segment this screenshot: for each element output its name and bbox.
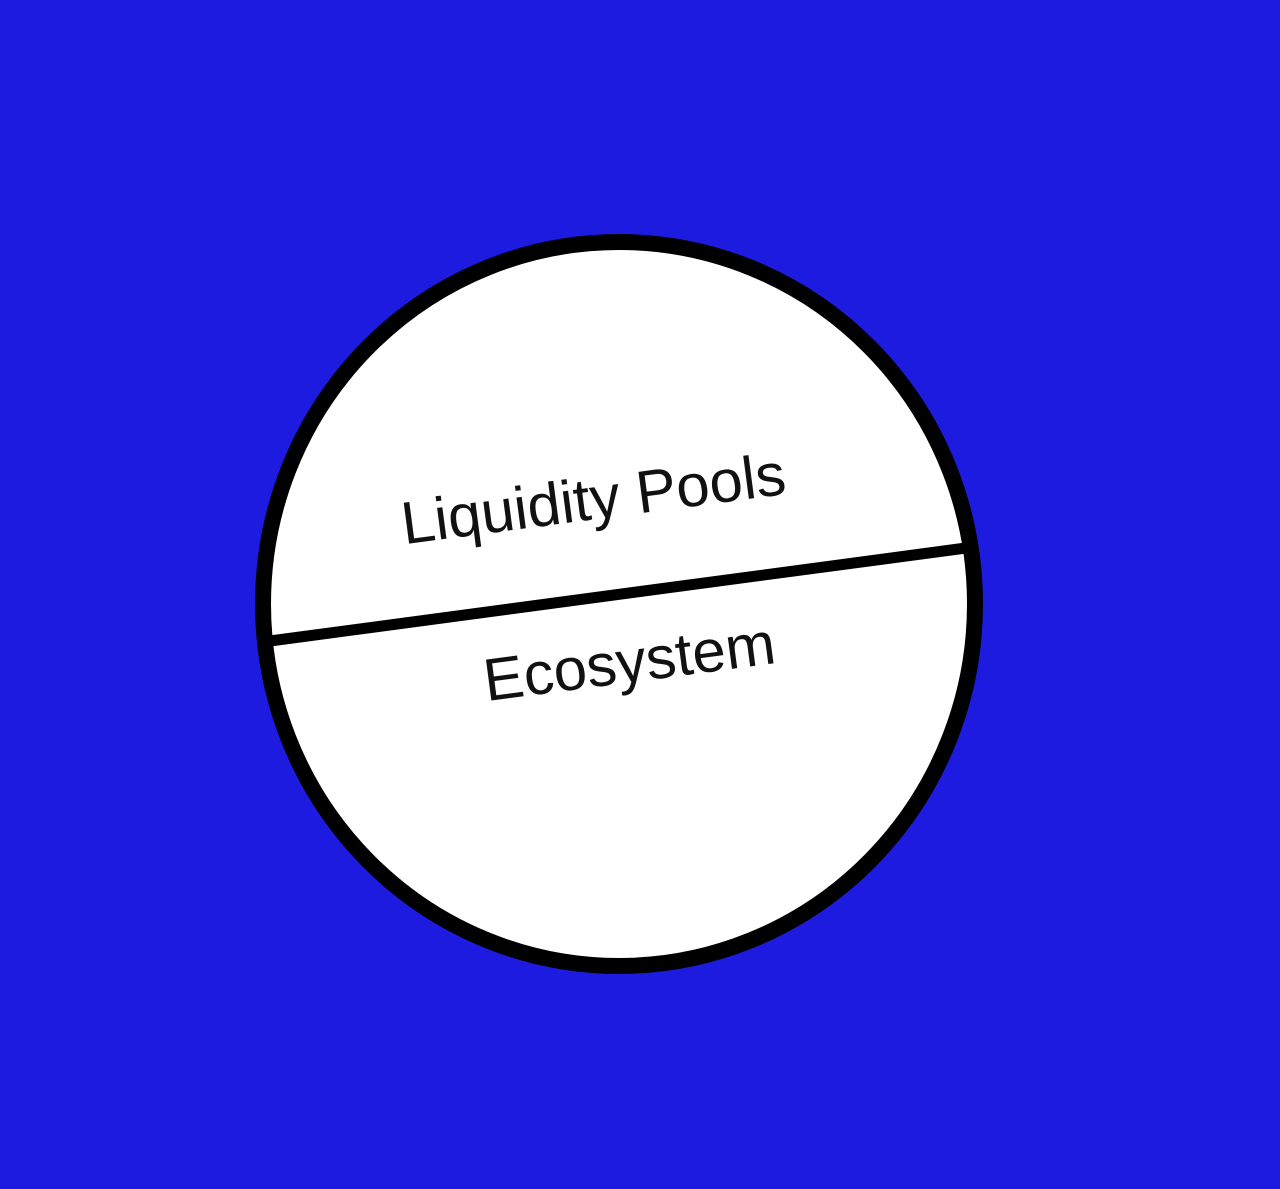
circle bbox=[255, 234, 983, 974]
divider-line bbox=[264, 542, 972, 647]
